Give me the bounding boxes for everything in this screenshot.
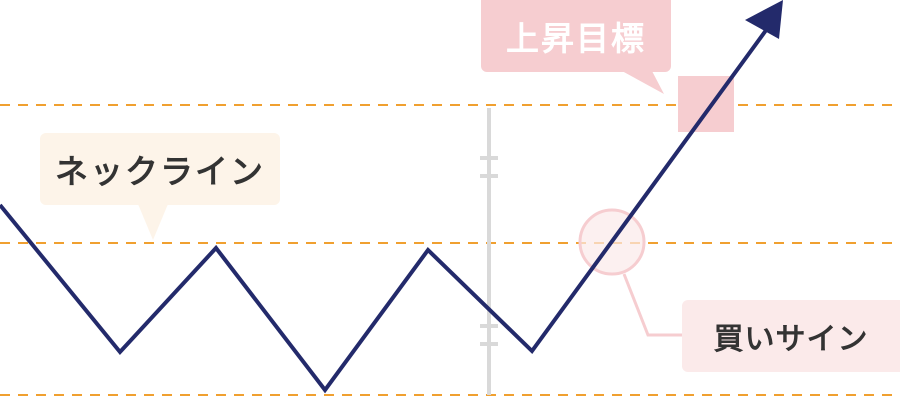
target-callout-pointer (622, 71, 664, 94)
buy-signal-connector (622, 273, 684, 337)
uptrend-arrow-head (745, 0, 783, 39)
vertical-divider (480, 108, 498, 395)
neckline-callout-pointer (138, 204, 168, 240)
upside-target-label: 上昇目標 (481, 0, 671, 72)
buy-signal-label: 買いサイン (682, 300, 900, 372)
neckline-label: ネックライン (40, 133, 280, 205)
price-path-line (0, 20, 774, 394)
